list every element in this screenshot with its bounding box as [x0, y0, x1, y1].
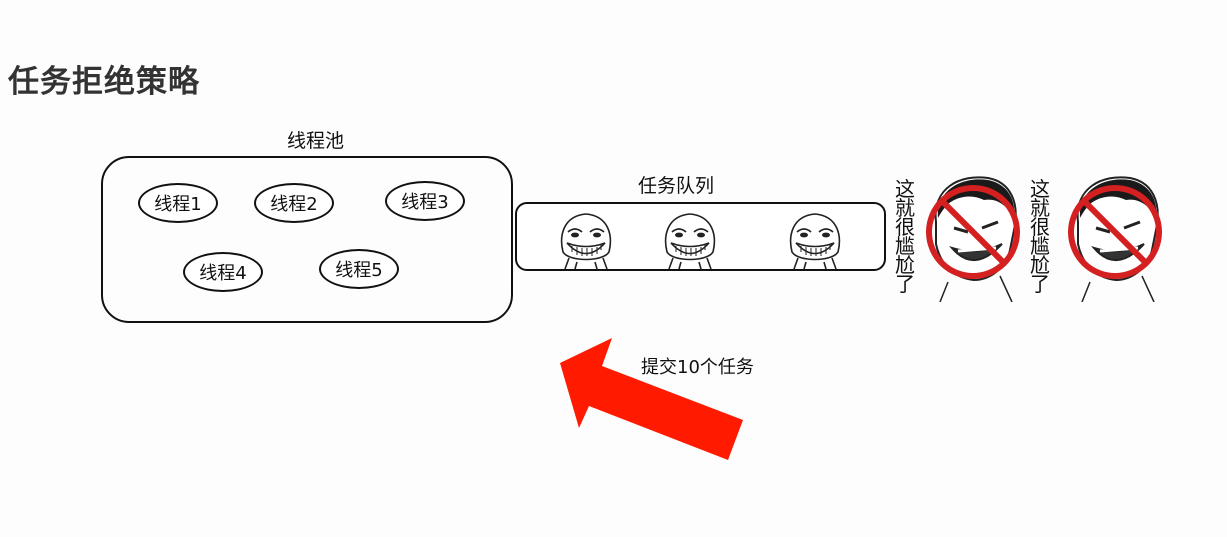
caption-char: 很 — [895, 215, 915, 239]
caption-char: 尬 — [895, 253, 915, 277]
troll-face-icon — [560, 213, 612, 270]
thread-node: 线程2 — [254, 183, 334, 223]
pool-label: 线程池 — [287, 130, 345, 152]
thread-node: 线程5 — [319, 249, 399, 289]
page-title: 任务拒绝策略 — [8, 64, 200, 100]
caption-char: 这 — [1030, 177, 1050, 201]
thread-node: 线程1 — [138, 183, 218, 223]
caption-char: 很 — [1030, 215, 1050, 239]
submit-arrow-icon — [560, 338, 743, 460]
thread-node: 线程4 — [183, 252, 263, 292]
caption-char: 这 — [895, 177, 915, 201]
caption-char: 了 — [895, 272, 915, 296]
laughing-face-icon — [926, 176, 1020, 302]
submit-label: 提交10个任务 — [641, 357, 754, 378]
troll-face-icon — [664, 213, 716, 270]
rejection-caption: 这就很尴尬了 — [893, 177, 917, 296]
rejection-caption: 这就很尴尬了 — [1028, 177, 1052, 296]
caption-char: 就 — [1030, 196, 1050, 220]
thread-pool-box: 线程1 线程2 线程3 线程4 线程5 — [101, 156, 513, 323]
caption-char: 尴 — [895, 234, 915, 258]
caption-char: 尬 — [1030, 253, 1050, 277]
troll-face-icon — [789, 213, 841, 270]
laughing-face-icon — [1068, 176, 1162, 302]
caption-char: 尴 — [1030, 234, 1050, 258]
caption-char: 就 — [895, 196, 915, 220]
task-queue-box — [515, 202, 886, 271]
thread-node: 线程3 — [385, 181, 465, 221]
caption-char: 了 — [1030, 272, 1050, 296]
queue-label: 任务队列 — [638, 175, 715, 197]
